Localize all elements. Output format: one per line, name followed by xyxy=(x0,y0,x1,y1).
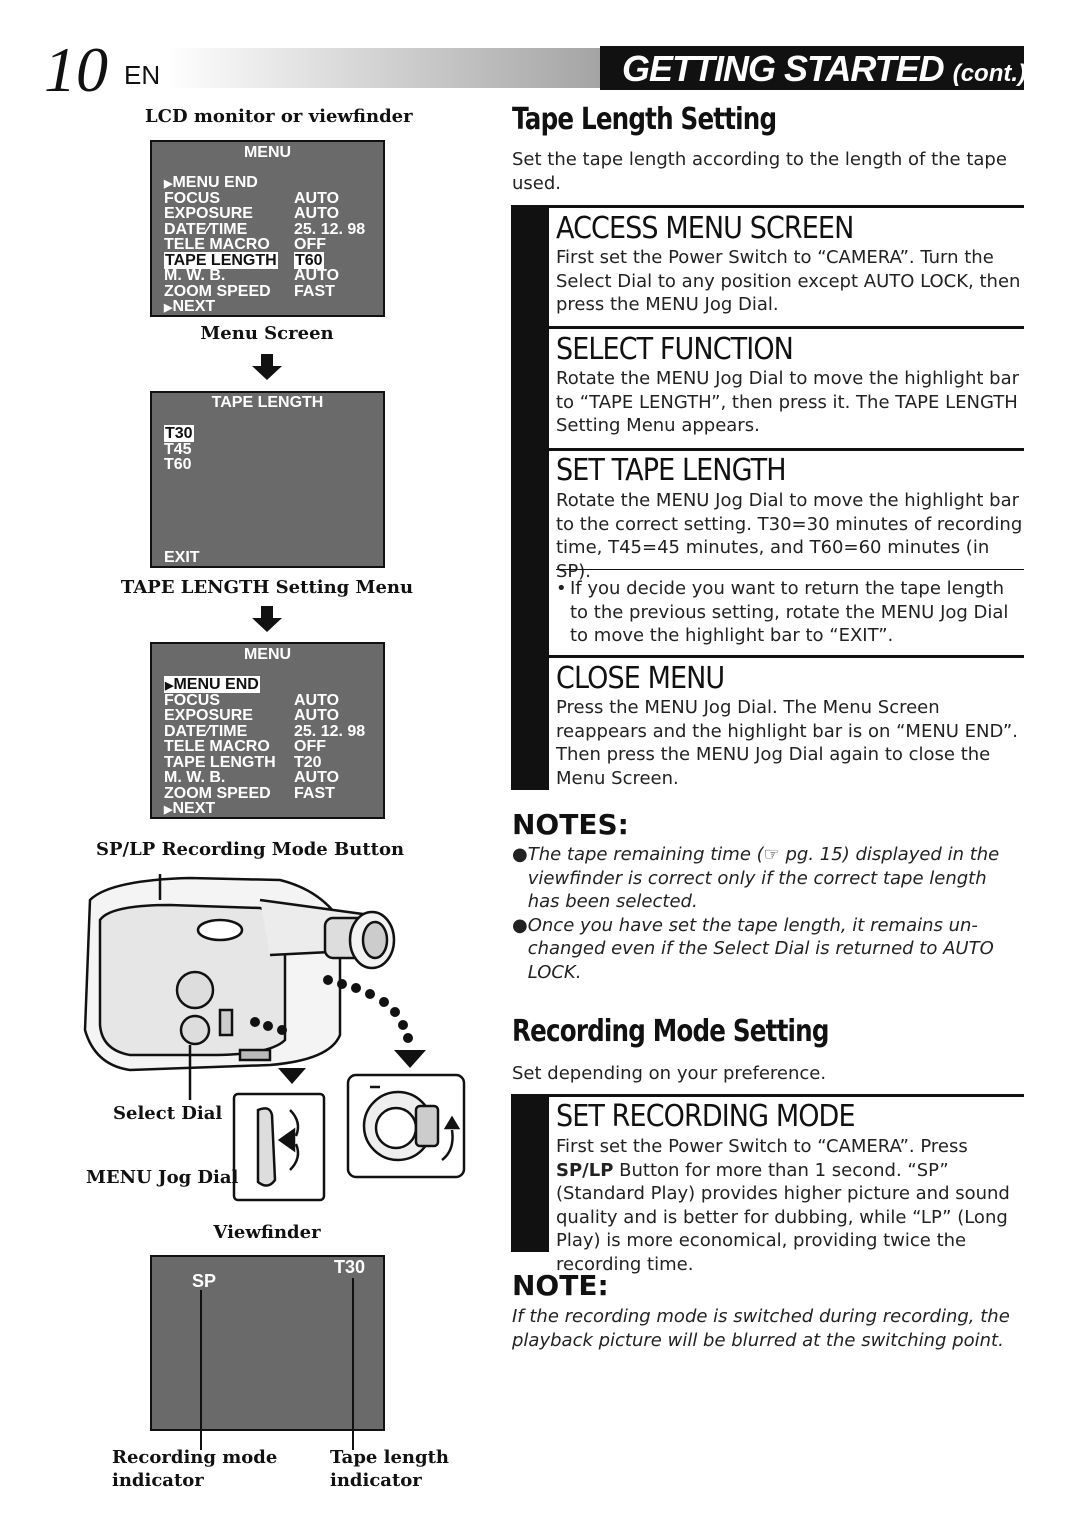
step-rule xyxy=(549,205,1024,208)
recording-mode-indicator: SP xyxy=(192,1271,217,1291)
language-code: EN xyxy=(124,60,161,90)
notes-heading: NOTES: xyxy=(512,808,629,841)
step-text: First set the Power Switch to “CAMERA”. … xyxy=(556,1136,1010,1275)
recording-mode-intro: Set depending on your preference. xyxy=(512,1063,827,1084)
triangle-icon: ▶ xyxy=(164,804,173,816)
menu-jog-dial-label: MENU Jog Dial xyxy=(86,1167,239,1188)
down-arrow-icon xyxy=(261,606,273,618)
option: T45 xyxy=(164,440,192,458)
select-dial-detail xyxy=(346,1073,466,1179)
viewfinder-caption: Viewfinder xyxy=(213,1222,321,1243)
menu-row: ▶NEXT xyxy=(164,298,216,315)
step-number: 3 xyxy=(513,485,539,542)
header-title-band xyxy=(600,46,1024,90)
triangle-icon: ▶ xyxy=(164,178,173,190)
section-title-text: GETTING STARTED xyxy=(622,48,945,89)
dotted-arc xyxy=(250,975,413,1043)
note-text: If the recording mode is switched during… xyxy=(512,1306,1010,1351)
down-arrow-icon xyxy=(252,618,282,632)
exit-option: EXIT xyxy=(164,549,200,566)
step-text: Press the MENU Jog Dial. The Menu Screen… xyxy=(556,697,1018,789)
menu-title: MENU xyxy=(243,144,292,161)
step-bar xyxy=(511,205,549,790)
step-rule xyxy=(549,655,1024,658)
down-arrow-icon xyxy=(252,366,282,380)
pointer-triangle-icon xyxy=(278,1068,306,1084)
pointer-triangle-icon xyxy=(394,1050,426,1068)
section-cont: (cont.) xyxy=(952,60,1027,87)
leader-line xyxy=(352,1278,354,1450)
step-text: Rotate the MENU Jog Dial to move the hig… xyxy=(556,368,1020,436)
step-number: 2 xyxy=(513,363,539,420)
tape-length-menu-caption: TAPE LENGTH Setting Menu xyxy=(120,577,414,598)
triangle-icon: ▶ xyxy=(165,680,174,692)
header-gradient-bar xyxy=(165,48,620,88)
step-number: 1 xyxy=(513,241,539,298)
note-item: ●The tape remaining time (☞ pg. 15) disp… xyxy=(512,844,1000,912)
menu-row: M. W. B.AUTO xyxy=(164,267,340,284)
menu-row: M. W. B.AUTO xyxy=(164,769,340,786)
menu-title: MENU xyxy=(243,646,292,663)
step-heading: CLOSE MENU xyxy=(556,661,725,696)
note-item: ●Once you have set the tape length, it r… xyxy=(512,914,994,983)
page-number: 10 xyxy=(44,34,108,105)
tape-length-screen: TAPE LENGTH T30 T45 T60 EXIT xyxy=(150,391,385,568)
step-heading: ACCESS MENU SCREEN xyxy=(556,211,854,246)
step-rule xyxy=(549,1094,1024,1097)
down-arrow-icon xyxy=(261,354,273,366)
menu-title: TAPE LENGTH xyxy=(211,394,324,411)
step-number: 1 xyxy=(513,1131,539,1188)
step-rule xyxy=(549,326,1024,329)
step-rule xyxy=(549,448,1024,451)
select-dial-label: Select Dial xyxy=(113,1103,223,1124)
lcd-caption: LCD monitor or viewfinder xyxy=(145,106,413,127)
step-heading: SET RECORDING MODE xyxy=(556,1099,856,1134)
step-heading: SET TAPE LENGTH xyxy=(556,453,787,488)
menu-row: ▶NEXT xyxy=(164,800,216,817)
splp-button-caption: SP/LP Recording Mode Button xyxy=(96,839,405,860)
step-text: Rotate the MENU Jog Dial to move the hig… xyxy=(556,490,1023,582)
option: T60 xyxy=(164,456,192,473)
tape-length-indicator: T30 xyxy=(334,1257,366,1277)
step-number: 4 xyxy=(513,693,539,750)
divider xyxy=(556,569,1024,570)
tape-length-intro: Set the tape length according to the len… xyxy=(512,149,1007,194)
menu-row-highlighted: ▶MENU END xyxy=(164,676,260,693)
note-heading: NOTE: xyxy=(512,1269,609,1302)
jog-dial-detail xyxy=(232,1092,326,1202)
notes-list: ●The tape remaining time (☞ pg. 15) disp… xyxy=(512,843,1017,984)
menu-screen-caption: Menu Screen xyxy=(200,323,334,344)
leader-line xyxy=(200,1290,202,1450)
camcorder-body xyxy=(83,874,396,1100)
section-title: GETTING STARTED (cont.) xyxy=(622,48,1026,90)
option-highlighted: T30 xyxy=(164,425,194,442)
menu-row: ▶MENU END xyxy=(164,174,258,191)
triangle-icon: ▶ xyxy=(164,302,173,314)
step-text: First set the Power Switch to “CAMERA”. … xyxy=(556,247,1021,315)
step-heading: SELECT FUNCTION xyxy=(556,332,794,367)
recording-mode-heading: Recording Mode Setting xyxy=(512,1014,829,1049)
step-note: •If you decide you want to return the ta… xyxy=(556,578,1009,646)
viewfinder-screen: SP T30 xyxy=(150,1255,385,1431)
tape-length-setting-heading: Tape Length Setting xyxy=(512,102,777,137)
camcorder-illustration xyxy=(83,874,466,1202)
step-bar xyxy=(511,1094,549,1252)
